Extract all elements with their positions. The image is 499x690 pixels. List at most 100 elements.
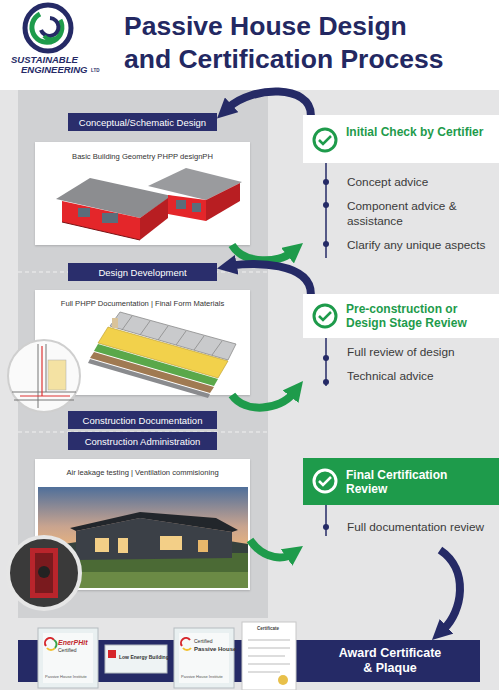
- certificate-text: Certificate: [257, 627, 279, 632]
- phase-band: Construction Administration: [68, 432, 217, 450]
- phase-band: Conceptual/Schematic Design: [68, 113, 217, 131]
- certificate-plaques: [38, 622, 296, 690]
- step-item: Component advice & assistance: [347, 199, 487, 229]
- phase-label: Construction Administration: [68, 432, 217, 450]
- house-model: [62, 222, 140, 240]
- flow-arrow: [233, 264, 311, 294]
- blower-door-inset: [30, 548, 58, 598]
- plaque-text: EnerPHit: [58, 639, 88, 647]
- bullet-line: [323, 163, 329, 536]
- logo-text: LTD: [91, 69, 99, 74]
- company-logo: [41, 18, 58, 36]
- company-logo: [25, 5, 71, 51]
- house-photo: [95, 538, 109, 552]
- award-label: Award Certificate & Plaque: [335, 646, 445, 676]
- bullet-line: [325, 163, 327, 258]
- check-icon: [319, 136, 331, 144]
- house-photo: [38, 487, 248, 553]
- house-photo: [70, 512, 238, 532]
- bullet-line: [325, 338, 327, 386]
- certificate-plaques: [248, 640, 290, 641]
- award-box: Award Certificate & Plaque: [300, 640, 480, 682]
- phase-label: Conceptual/Schematic Design: [68, 113, 217, 131]
- wall-detail-inset: [20, 395, 70, 396]
- house-photo: [38, 553, 248, 588]
- flow-arrow: [440, 550, 460, 629]
- certificate-plaques: [248, 656, 285, 657]
- house-model: [148, 168, 242, 200]
- right-panel: [0, 90, 499, 690]
- wall-detail-inset: [8, 340, 80, 412]
- certificate-plaques: [242, 622, 296, 690]
- card-caption: Air leakage testing | Ventilation commis…: [38, 468, 247, 478]
- house-model: [140, 198, 168, 240]
- certificate-plaques: [105, 645, 167, 673]
- house-photo: [38, 487, 248, 588]
- check-icon: [314, 470, 336, 492]
- flow-arrow: [232, 245, 291, 260]
- check-icon: [314, 470, 336, 492]
- step-item: Full review of design: [347, 345, 487, 360]
- house-model: [62, 201, 140, 240]
- roof-assembly: [212, 341, 222, 355]
- certificate-plaques: [45, 638, 54, 646]
- certificate-plaques: [248, 664, 290, 665]
- house-photo: [160, 536, 182, 550]
- wall-detail-inset: [14, 400, 74, 401]
- house-photo: [38, 538, 248, 556]
- step-item: Clarify any unique aspects: [347, 238, 487, 253]
- house-model: [102, 213, 118, 223]
- company-logo: [32, 14, 62, 42]
- flow-arrow: [229, 92, 311, 115]
- house-model: [192, 203, 201, 212]
- step-item: Technical advice: [347, 369, 487, 384]
- certificate-plaques: [179, 633, 229, 683]
- phase-card: Air leakage testing | Ventilation commis…: [35, 459, 250, 590]
- house-photo: [76, 518, 232, 560]
- company-logo: [25, 5, 71, 51]
- roof-assembly: [158, 326, 168, 340]
- roof-assembly: [194, 336, 204, 350]
- diagram-title: Passive House Design and Certification P…: [124, 10, 452, 76]
- blower-door-inset: [8, 537, 80, 609]
- review-step: Pre-construction or Design Stage ReviewF…: [303, 294, 499, 389]
- step-heading: Final Certification Review: [346, 468, 491, 496]
- step-item: Concept advice: [347, 175, 487, 190]
- certificate-plaques: [47, 648, 55, 650]
- bullet-line: [323, 202, 329, 208]
- roof-assembly: [110, 312, 236, 360]
- blower-door-inset: [35, 553, 53, 593]
- plaque-text: Low Energy Building: [119, 655, 169, 661]
- roof-assembly: [112, 318, 118, 328]
- wall-detail-inset: [12, 392, 76, 393]
- certificate-plaques: [248, 648, 290, 649]
- house-model: [206, 183, 240, 221]
- phase-label: Design Development: [68, 263, 217, 281]
- review-step: Initial Check by CertifierConcept advice…: [303, 115, 499, 270]
- check-icon: [319, 477, 331, 485]
- wall-detail-inset: [46, 344, 47, 392]
- left-panel: [18, 90, 268, 618]
- house-photo: [198, 540, 208, 552]
- certificate-plaques: [43, 633, 93, 683]
- blower-door-inset: [38, 566, 50, 578]
- blower-door-inset: [8, 537, 80, 609]
- certificate-plaques: [181, 638, 190, 646]
- card-caption: Basic Building Geometry PHPP designPH: [38, 152, 247, 162]
- roof-assembly: [176, 331, 186, 345]
- certificate-plaques: [248, 672, 280, 673]
- certificate-plaques: [174, 628, 234, 688]
- wall-detail-inset: [38, 344, 39, 408]
- logo-text: SUSTAINABLE: [11, 55, 78, 65]
- bullet-line: [323, 524, 329, 530]
- check-icon: [314, 129, 336, 151]
- wall-detail-inset: [41, 346, 42, 396]
- wall-detail-inset: [48, 360, 66, 390]
- certificate-plaques: [38, 628, 98, 688]
- roof-assembly: [140, 321, 150, 335]
- plaque-text: Certified: [58, 648, 77, 654]
- phase-card: Full PHPP Documentation | Final Form Mat…: [35, 290, 250, 395]
